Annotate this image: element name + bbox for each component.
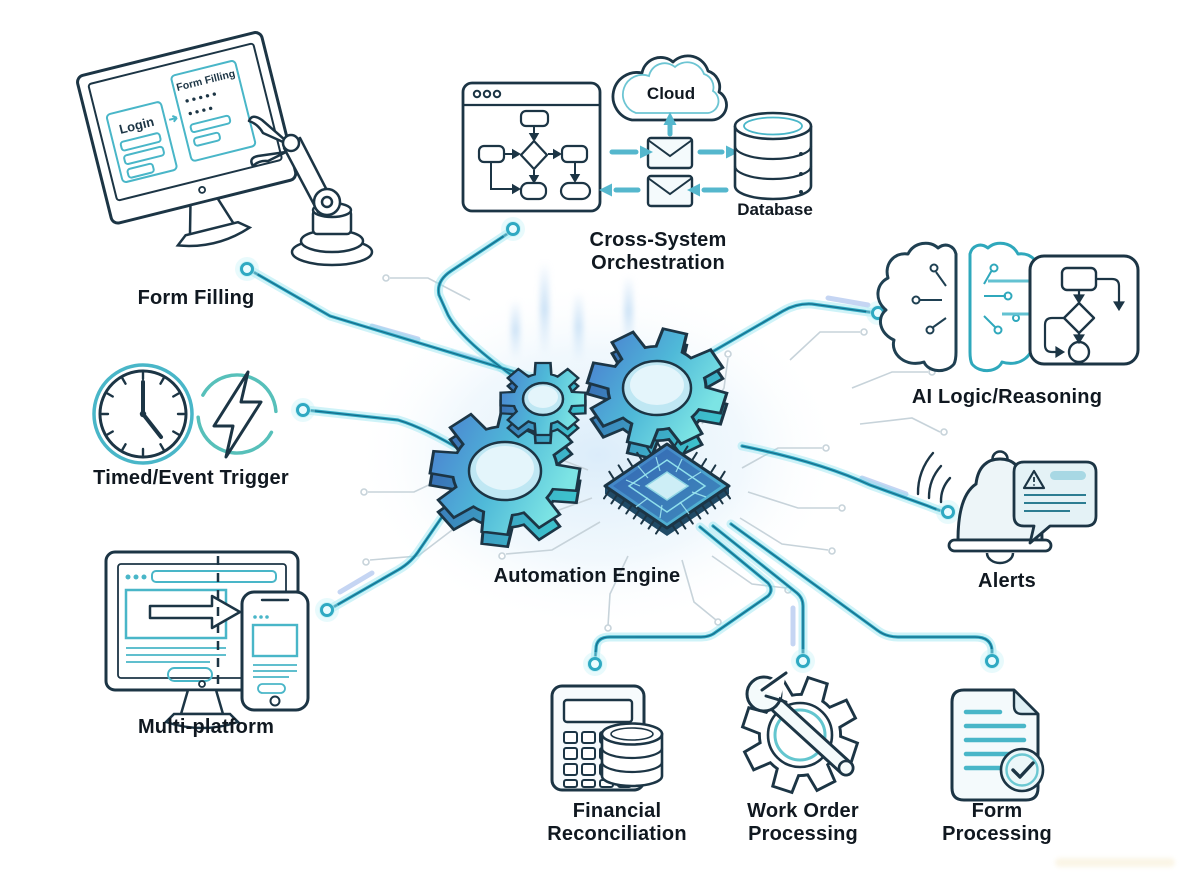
- ai-logic-label: AI Logic/Reasoning: [911, 386, 1103, 408]
- cpu-chip-icon: [603, 439, 731, 536]
- financial-icon: [550, 684, 664, 792]
- automation-engine-label: Automation Engine: [493, 565, 681, 587]
- message-flow-icon: [599, 112, 739, 208]
- gear-small: [499, 361, 587, 445]
- connectors: [235, 217, 1004, 676]
- robot-arm-icon: [247, 115, 374, 267]
- alerts-icon: [916, 450, 1098, 565]
- automation-engine-icon: [420, 314, 744, 556]
- paper-smudge: [1055, 858, 1175, 867]
- clock-icon: [92, 363, 194, 465]
- gear-large-left: [420, 398, 590, 556]
- cross-system-label: Cross-System Orchestration: [589, 229, 727, 274]
- work-order-label: Work Order Processing: [747, 800, 859, 845]
- cross-system-icon: Cloud: [461, 54, 813, 219]
- cloud-label: Cloud: [647, 84, 695, 103]
- wrench-icon: [745, 667, 855, 777]
- ai-logic-icon: [876, 241, 1140, 372]
- alerts-label: Alerts: [978, 570, 1036, 592]
- financial-label: Financial Reconciliation: [547, 800, 687, 845]
- workflow-window-icon: [461, 81, 602, 213]
- timed-event-icon: [92, 363, 278, 465]
- smartphone-icon: [240, 590, 310, 712]
- brain-icon: [876, 241, 1050, 372]
- gear-large-right: [570, 314, 744, 473]
- form-filling-icon: Login Form Filling: [76, 31, 374, 267]
- logic-flow-box-icon: [1028, 254, 1140, 366]
- coin-stack-icon: [600, 722, 664, 788]
- lightning-trigger-icon: [196, 370, 278, 459]
- multi-platform-icon: [104, 550, 310, 730]
- alert-bubble-icon: [1012, 460, 1098, 545]
- database-icon: Database: [733, 111, 813, 219]
- timed-event-label: Timed/Event Trigger: [93, 467, 289, 489]
- database-label: Database: [737, 200, 813, 219]
- check-circle-icon: [999, 747, 1045, 793]
- cloud-icon: Cloud: [611, 54, 728, 122]
- form-processing-label: Form Processing: [942, 800, 1052, 845]
- form-processing-icon: [950, 688, 1045, 802]
- work-order-icon: [726, 661, 874, 809]
- form-filling-label: Form Filling: [137, 287, 255, 309]
- multi-platform-label: Multi-platform: [137, 716, 275, 738]
